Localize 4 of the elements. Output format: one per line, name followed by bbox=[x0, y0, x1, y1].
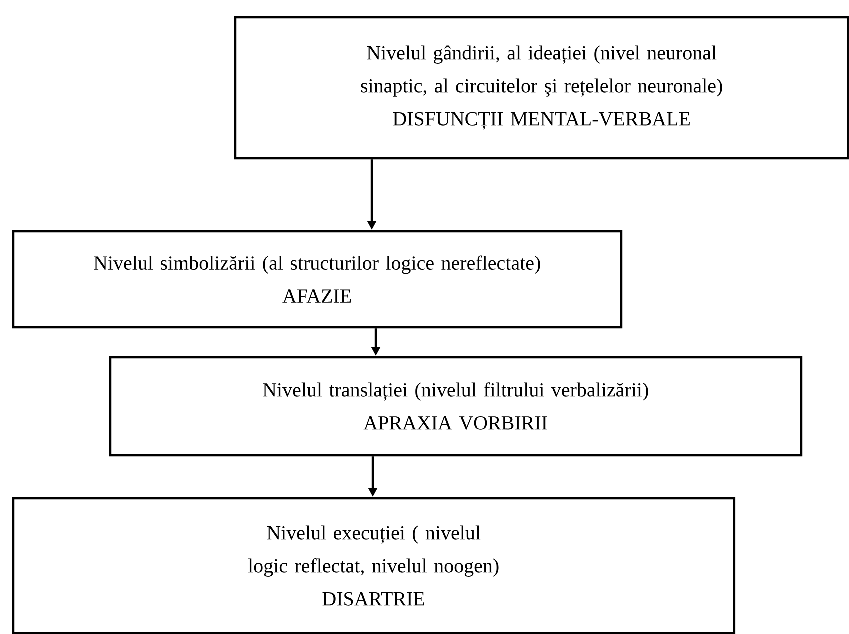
level-box: Nivelul execuției ( nivelul logic reflectat, nivelul noogen) DISARTRIE bbox=[12, 497, 736, 634]
level-box: Nivelul simbolizării (al structurilor logice nereflectate) AFAZIE bbox=[12, 230, 623, 329]
level-box: Nivelul translației (nivelul filtrului verbalizării) APRAXIA VORBIRII bbox=[109, 356, 803, 457]
level-box: Nivelul gândirii, al ideației (nivel neuronal sinaptic, al circuitelor şi rețelelor neuronale) DISFUNCȚII MENTAL-VERBALE bbox=[234, 16, 849, 160]
